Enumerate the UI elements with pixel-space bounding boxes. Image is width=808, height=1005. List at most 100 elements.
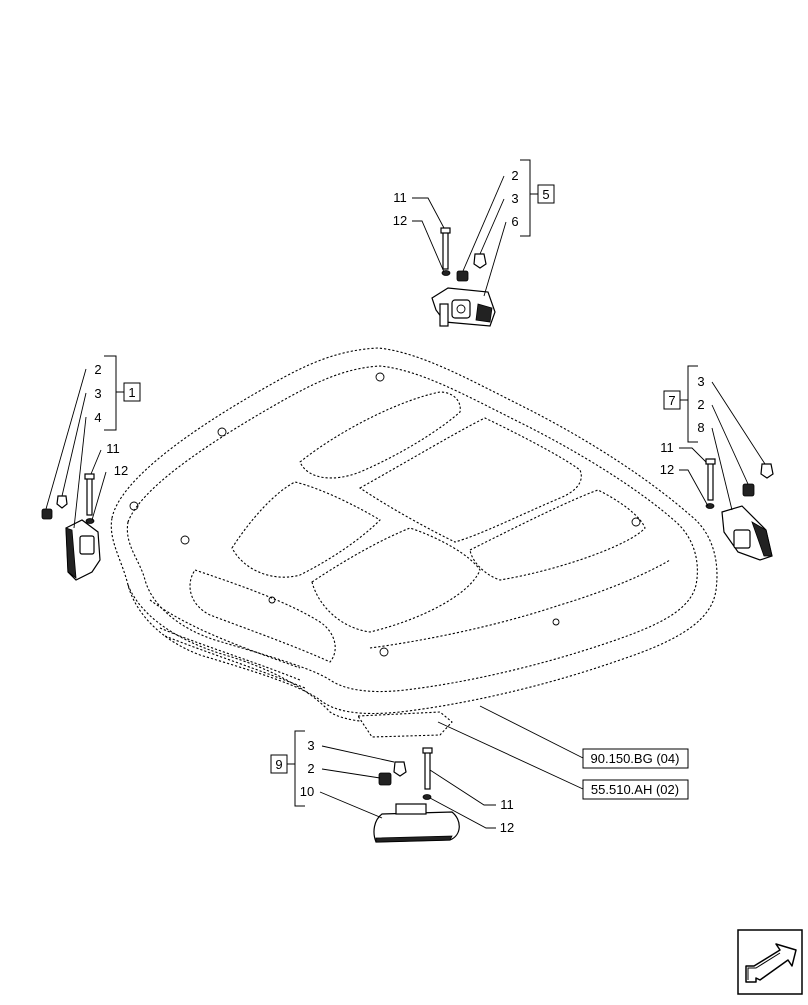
leader-left-4 xyxy=(73,416,87,529)
bottom-bulb-holder xyxy=(378,772,392,786)
group-5-label[interactable]: 5 xyxy=(542,187,549,202)
roof-panel-center xyxy=(311,527,481,633)
roof-inner-rim xyxy=(126,365,698,693)
bottom-bulb xyxy=(393,761,407,777)
leader-ref-a xyxy=(479,705,584,759)
left-washer-callout[interactable]: 12 xyxy=(114,463,128,478)
group-9-item-b[interactable]: 2 xyxy=(307,761,314,776)
leader-top-12 xyxy=(412,220,445,273)
group-7-item-a[interactable]: 3 xyxy=(697,374,704,389)
group-9-item-a[interactable]: 3 xyxy=(307,738,314,753)
callout-group-9: 9 3 2 10 11 12 xyxy=(270,730,514,835)
top-screw-head xyxy=(440,227,451,234)
right-lamp-lens xyxy=(751,521,773,557)
group-9-label[interactable]: 9 xyxy=(275,757,282,772)
bottom-screw-callout[interactable]: 11 xyxy=(500,797,514,812)
top-bulb-holder xyxy=(456,270,469,282)
right-bulb-holder xyxy=(742,483,755,497)
bottom-screw-head xyxy=(422,747,433,754)
group-7-box[interactable] xyxy=(663,390,681,410)
group-7-bracket xyxy=(680,365,698,443)
left-screw-head xyxy=(84,473,95,480)
reference-text-a[interactable]: 90.150.BG (04) xyxy=(591,751,680,766)
roof-screw-bosses xyxy=(129,372,641,657)
cab-roof-panel xyxy=(110,347,718,738)
top-lamp-bracket xyxy=(439,303,449,327)
callout-group-1: 1 2 3 4 11 12 xyxy=(45,355,141,529)
left-screw-callout[interactable]: 11 xyxy=(106,441,120,456)
bottom-washer-callout[interactable]: 12 xyxy=(500,820,514,835)
top-lamp-socket-hole xyxy=(456,304,466,314)
roof-lower-lip xyxy=(127,584,421,723)
group-9-box[interactable] xyxy=(270,754,288,774)
left-lamp-socket xyxy=(79,535,95,555)
leader-top-3 xyxy=(479,198,505,255)
right-screw-head xyxy=(705,458,716,465)
bottom-lamp-lens xyxy=(375,835,453,843)
roof-panel-right xyxy=(469,489,646,581)
group-1-box[interactable] xyxy=(123,382,141,402)
left-bulb-holder xyxy=(41,508,53,520)
group-5-box[interactable] xyxy=(537,184,555,204)
group-1-label[interactable]: 1 xyxy=(128,385,135,400)
leader-bottom-3 xyxy=(321,745,395,763)
top-washer-callout[interactable]: 12 xyxy=(393,213,407,228)
leader-right-3 xyxy=(711,381,766,465)
group-1-item-a[interactable]: 2 xyxy=(94,362,101,377)
right-screw xyxy=(707,461,714,501)
callout-group-7: 7 3 2 8 11 12 xyxy=(660,365,766,511)
left-screw xyxy=(86,476,93,516)
left-washer xyxy=(85,518,95,524)
roof-panel-top-right xyxy=(358,417,582,543)
reference-links: 90.150.BG (04) 55.510.AH (02) xyxy=(437,705,689,800)
leader-bottom-10 xyxy=(319,791,383,819)
right-screw-callout[interactable]: 11 xyxy=(660,440,674,455)
leader-bottom-12 xyxy=(429,797,496,829)
right-bulb xyxy=(760,463,774,479)
roof-front-hatch xyxy=(159,627,306,689)
group-7-item-b[interactable]: 2 xyxy=(697,397,704,412)
group-5-item-c[interactable]: 6 xyxy=(511,214,518,229)
roof-panel-top-left xyxy=(299,391,461,479)
right-lamp-socket xyxy=(733,529,751,549)
roof-rear-channel xyxy=(369,559,671,649)
right-washer-callout[interactable]: 12 xyxy=(660,462,674,477)
group-7-item-c[interactable]: 8 xyxy=(697,420,704,435)
group-9-bracket xyxy=(287,730,305,807)
left-lamp-lens xyxy=(65,527,77,579)
leader-right-8 xyxy=(711,427,733,511)
leader-right-12 xyxy=(679,469,709,507)
bottom-lamp-assembly xyxy=(373,747,460,843)
top-bulb xyxy=(473,253,487,269)
roof-outer-outline xyxy=(110,347,718,714)
reference-text-b[interactable]: 55.510.AH (02) xyxy=(591,782,679,797)
group-5-item-a[interactable]: 2 xyxy=(511,168,518,183)
left-lamp-assembly xyxy=(41,473,101,581)
leader-top-2 xyxy=(462,175,505,272)
group-1-item-c[interactable]: 4 xyxy=(94,410,101,425)
top-screw-callout[interactable]: 11 xyxy=(393,190,407,205)
top-lamp-assembly xyxy=(431,227,496,327)
group-1-item-b[interactable]: 3 xyxy=(94,386,101,401)
leader-left-11 xyxy=(90,449,102,475)
top-lamp-socket xyxy=(451,299,471,319)
leader-right-2 xyxy=(711,404,749,485)
reference-box-a[interactable] xyxy=(582,748,689,769)
group-9-item-c[interactable]: 10 xyxy=(300,784,314,799)
roof-front-edge xyxy=(149,599,301,669)
reference-box-b[interactable] xyxy=(582,779,689,800)
roof-front-channel xyxy=(189,569,336,663)
bottom-lamp-socket xyxy=(395,803,427,815)
top-lamp-lens xyxy=(475,303,493,323)
leader-left-12 xyxy=(91,471,107,521)
next-page-arrow-icon[interactable] xyxy=(737,929,803,995)
group-7-label[interactable]: 7 xyxy=(668,393,675,408)
leader-left-2 xyxy=(45,368,87,510)
group-5-bracket xyxy=(520,159,538,237)
group-5-item-b[interactable]: 3 xyxy=(511,191,518,206)
group-1-bracket xyxy=(104,355,124,431)
top-screw xyxy=(442,230,449,270)
leader-top-6 xyxy=(483,221,507,297)
